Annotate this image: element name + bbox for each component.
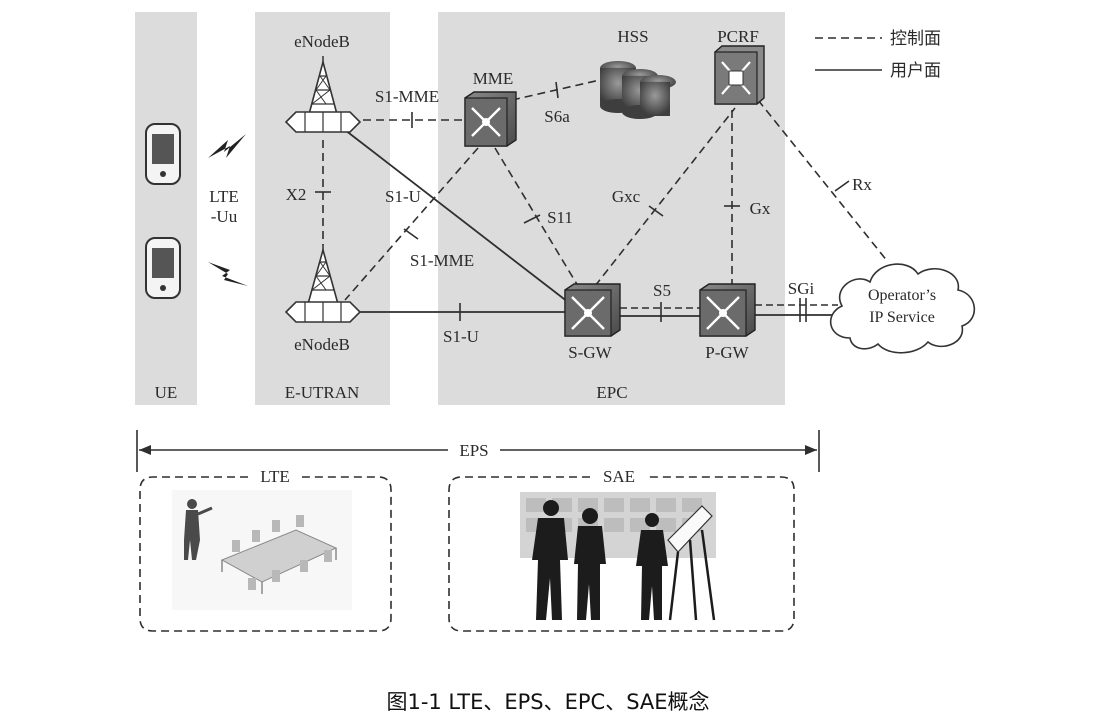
eutran-domain-label: E-UTRAN <box>285 383 360 402</box>
pcrf-server-icon <box>714 45 765 105</box>
s1-u-bottom-label: S1-U <box>443 327 479 346</box>
radio-link-bottom-icon <box>208 262 248 286</box>
s1-mme-bottom-link <box>344 147 479 301</box>
pgw-router-icon <box>699 283 756 337</box>
s11-tick <box>523 214 541 224</box>
x2-label: X2 <box>286 185 307 204</box>
operator-ip-service-cloud-icon <box>829 263 976 354</box>
legend-user-plane: 用户面 <box>890 61 941 81</box>
epc-domain-label: EPC <box>596 383 627 402</box>
cloud-label-line2: IP Service <box>869 309 935 326</box>
lte-group-box <box>139 476 392 632</box>
eps-arrow-left-icon <box>139 445 151 455</box>
sgw-router-icon <box>564 283 621 337</box>
rx-label: Rx <box>852 175 872 194</box>
enodeb-top-label: eNodeB <box>294 32 350 51</box>
lte-uu-label-2: -Uu <box>211 207 238 226</box>
rx-link <box>757 99 889 263</box>
ue-phone-bottom-icon <box>145 237 181 299</box>
s5-label: S5 <box>653 281 671 300</box>
sae-group-label: SAE <box>603 467 635 486</box>
lte-uu-label-1: LTE <box>209 187 239 206</box>
ue-domain-label: UE <box>155 383 178 402</box>
gxc-tick <box>648 205 664 217</box>
s1-u-top-link <box>344 129 569 303</box>
s1-mme-bottom-label: S1-MME <box>410 251 474 270</box>
pgw-label: P-GW <box>705 343 749 362</box>
ue-phone-top-icon <box>145 123 181 185</box>
s6a-label: S6a <box>544 107 570 126</box>
s11-label: S11 <box>547 208 573 227</box>
s6a-tick <box>555 81 559 99</box>
legend-control-plane: 控制面 <box>890 29 941 49</box>
eps-label: EPS <box>459 441 488 460</box>
s1-u-top-label: S1-U <box>385 187 421 206</box>
gxc-link <box>594 107 736 287</box>
s1-mme-bottom-tick <box>403 228 419 240</box>
figure-caption: 图1-1 LTE、EPS、EPC、SAE概念 <box>386 690 710 714</box>
enodeb-bottom-label: eNodeB <box>294 335 350 354</box>
sae-team-planning-image <box>520 492 716 621</box>
gxc-label: Gxc <box>612 187 641 206</box>
s6a-link <box>511 79 601 101</box>
enodeb-top-icon <box>284 56 362 133</box>
eps-architecture-diagram: UE E-UTRAN EPC 控制面 用户面 <box>135 12 976 632</box>
hss-label: HSS <box>617 27 648 46</box>
radio-link-top-icon <box>208 134 246 158</box>
pcrf-label: PCRF <box>717 27 759 46</box>
sgi-label: SGi <box>788 279 815 298</box>
gx-label: Gx <box>750 199 771 218</box>
sae-group-box <box>448 476 795 632</box>
ue-panel <box>135 12 197 405</box>
mme-router-icon <box>464 91 517 147</box>
hss-database-icon <box>600 61 676 119</box>
lte-meeting-room-image <box>172 490 352 610</box>
sgw-label: S-GW <box>568 343 612 362</box>
rx-tick <box>834 180 850 192</box>
eps-arrow-right-icon <box>805 445 817 455</box>
lte-group-label: LTE <box>260 467 290 486</box>
cloud-label-line1: Operator’s <box>868 287 936 304</box>
enodeb-bottom-icon <box>284 244 362 323</box>
mme-label: MME <box>473 69 514 88</box>
s1-mme-top-label: S1-MME <box>375 87 439 106</box>
